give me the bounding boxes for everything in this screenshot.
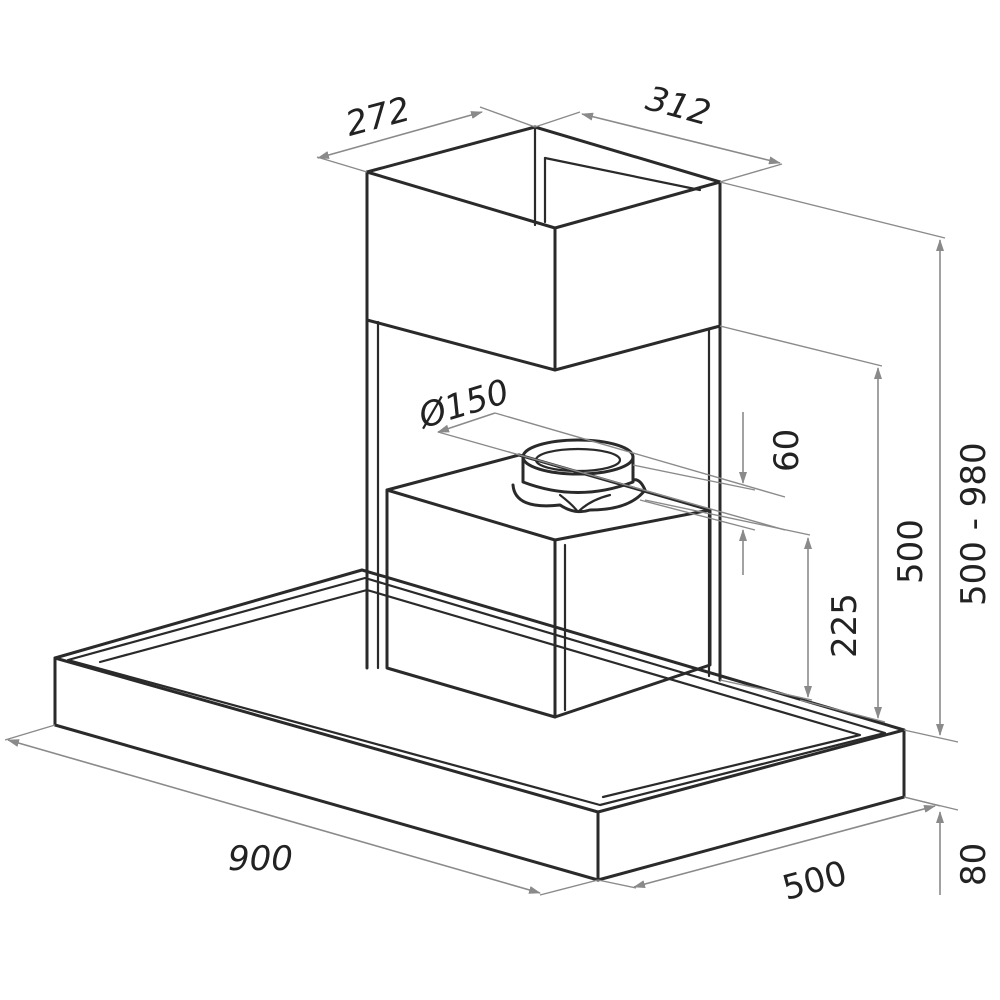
label-collar-offset: 225: [825, 593, 865, 658]
label-chimney-width: 272: [341, 89, 414, 144]
dim-chimney-depth-line: [581, 112, 781, 165]
chimney-upper-right-face: [553, 180, 722, 372]
label-canopy-depth: 500: [778, 853, 851, 908]
collar-top-ellipse: [521, 438, 635, 476]
collar-flange-tab: [558, 493, 612, 514]
label-canopy-width: 900: [228, 839, 293, 879]
chimney-top-rim: [365, 125, 722, 230]
dim-chimney-width-line: [317, 111, 483, 159]
canopy-front-left-face: [53, 656, 600, 882]
collar-body: [521, 455, 635, 494]
canopy: [53, 568, 906, 882]
dim-duct-diameter-line: [437, 412, 496, 433]
dimension-labels: 272 312 Ø150 60 225 500 500 - 980 80 900…: [228, 79, 994, 909]
label-overall-height: 500 - 980: [954, 442, 994, 606]
dimension-lines: [4, 106, 959, 896]
canopy-inner-rim-2: [98, 588, 862, 799]
label-duct-diameter: Ø150: [412, 372, 513, 438]
collar-inner-ellipse: [534, 447, 622, 473]
canopy-inner-rim: [66, 576, 887, 807]
label-canopy-thickness: 80: [954, 843, 994, 886]
dim-canopy-width-line: [7, 739, 541, 894]
collar-flange: [511, 478, 647, 514]
label-chimney-lower: 500: [891, 519, 931, 584]
label-chimney-depth: 312: [642, 79, 715, 134]
canopy-front-right-face: [596, 728, 906, 882]
chimney-inner-top-edge: [543, 156, 702, 192]
dim-canopy-depth-line: [633, 804, 936, 889]
label-collar-height: 60: [767, 429, 807, 472]
chimney-upper-left-face: [365, 170, 557, 372]
